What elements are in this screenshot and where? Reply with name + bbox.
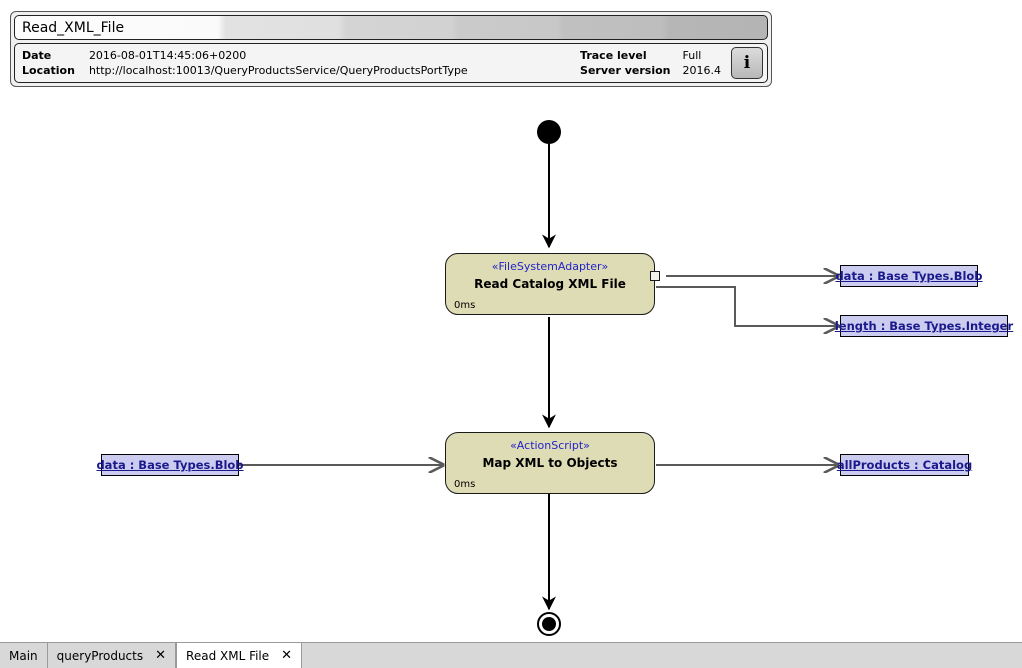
trace-details-right: Trace level Full Server version 2016.4 [580,49,721,78]
trace-level-label: Trace level [580,49,647,62]
trace-level-value: Full [682,49,702,62]
tab-label: Main [9,648,38,663]
activity-diagram-canvas: «FileSystemAdapter» Read Catalog XML Fil… [0,95,1022,643]
object-node-allproducts-catalog[interactable]: allProducts : Catalog [836,454,973,476]
info-icon: i [743,53,751,73]
tab-read-xml-file[interactable]: Read XML File ✕ [176,643,303,668]
connector-read-to-length-integer [656,286,838,326]
node-duration: 0ms [454,479,476,490]
node-duration: 0ms [454,300,476,311]
object-node-label: allProducts : Catalog [836,458,973,472]
object-node-label: data : Base Types.Blob [96,458,244,472]
object-node-length-integer[interactable]: length : Base Types.Integer [835,315,1013,337]
trace-details-left: Date 2016-08-01T14:45:06+0200 Location h… [22,49,468,78]
trace-titlebar: Read_XML_File [14,15,768,40]
object-node-label: length : Base Types.Integer [834,319,1014,333]
info-icon-button[interactable]: i [731,47,763,79]
tab-main[interactable]: Main [0,643,48,668]
tab-label: Read XML File [186,648,270,663]
object-node-data-blob-output[interactable]: data : Base Types.Blob [835,265,983,287]
trace-details: Date 2016-08-01T14:45:06+0200 Location h… [14,43,768,83]
activity-node-read-catalog-xml-file[interactable]: «FileSystemAdapter» Read Catalog XML Fil… [445,253,660,315]
server-version-value: 2016.4 [682,64,722,77]
node-label: Map XML to Objects [482,456,618,470]
node-stereotype: «FileSystemAdapter» [491,260,609,273]
tab-label: queryProducts [56,648,144,663]
trace-title: Read_XML_File [22,19,125,36]
tab-close-icon[interactable]: ✕ [281,648,293,663]
object-node-data-blob-input[interactable]: data : Base Types.Blob [96,454,244,476]
tab-bar-filler [302,643,1022,668]
tab-queryproducts[interactable]: queryProducts ✕ [47,643,177,668]
activity-node-map-xml-to-objects[interactable]: «ActionScript» Map XML to Objects 0ms [445,432,655,494]
tab-close-icon[interactable]: ✕ [155,648,167,663]
final-node-core [542,617,556,631]
server-version-label: Server version [580,64,671,77]
node-output-pin[interactable] [650,271,660,281]
date-value: 2016-08-01T14:45:06+0200 [88,49,247,62]
location-value: http://localhost:10013/QueryProductsServ… [88,64,468,77]
date-label: Date [22,49,52,62]
diagram-connectors-layer [238,120,1022,636]
tab-bar: Main queryProducts ✕ Read XML File ✕ [0,642,1022,668]
object-node-label: data : Base Types.Blob [835,269,983,283]
initial-node [537,120,561,144]
location-label: Location [22,64,75,77]
node-label: Read Catalog XML File [474,277,626,291]
trace-info-panel: Read_XML_File Date 2016-08-01T14:45:06+0… [10,11,772,87]
node-stereotype: «ActionScript» [510,439,590,452]
